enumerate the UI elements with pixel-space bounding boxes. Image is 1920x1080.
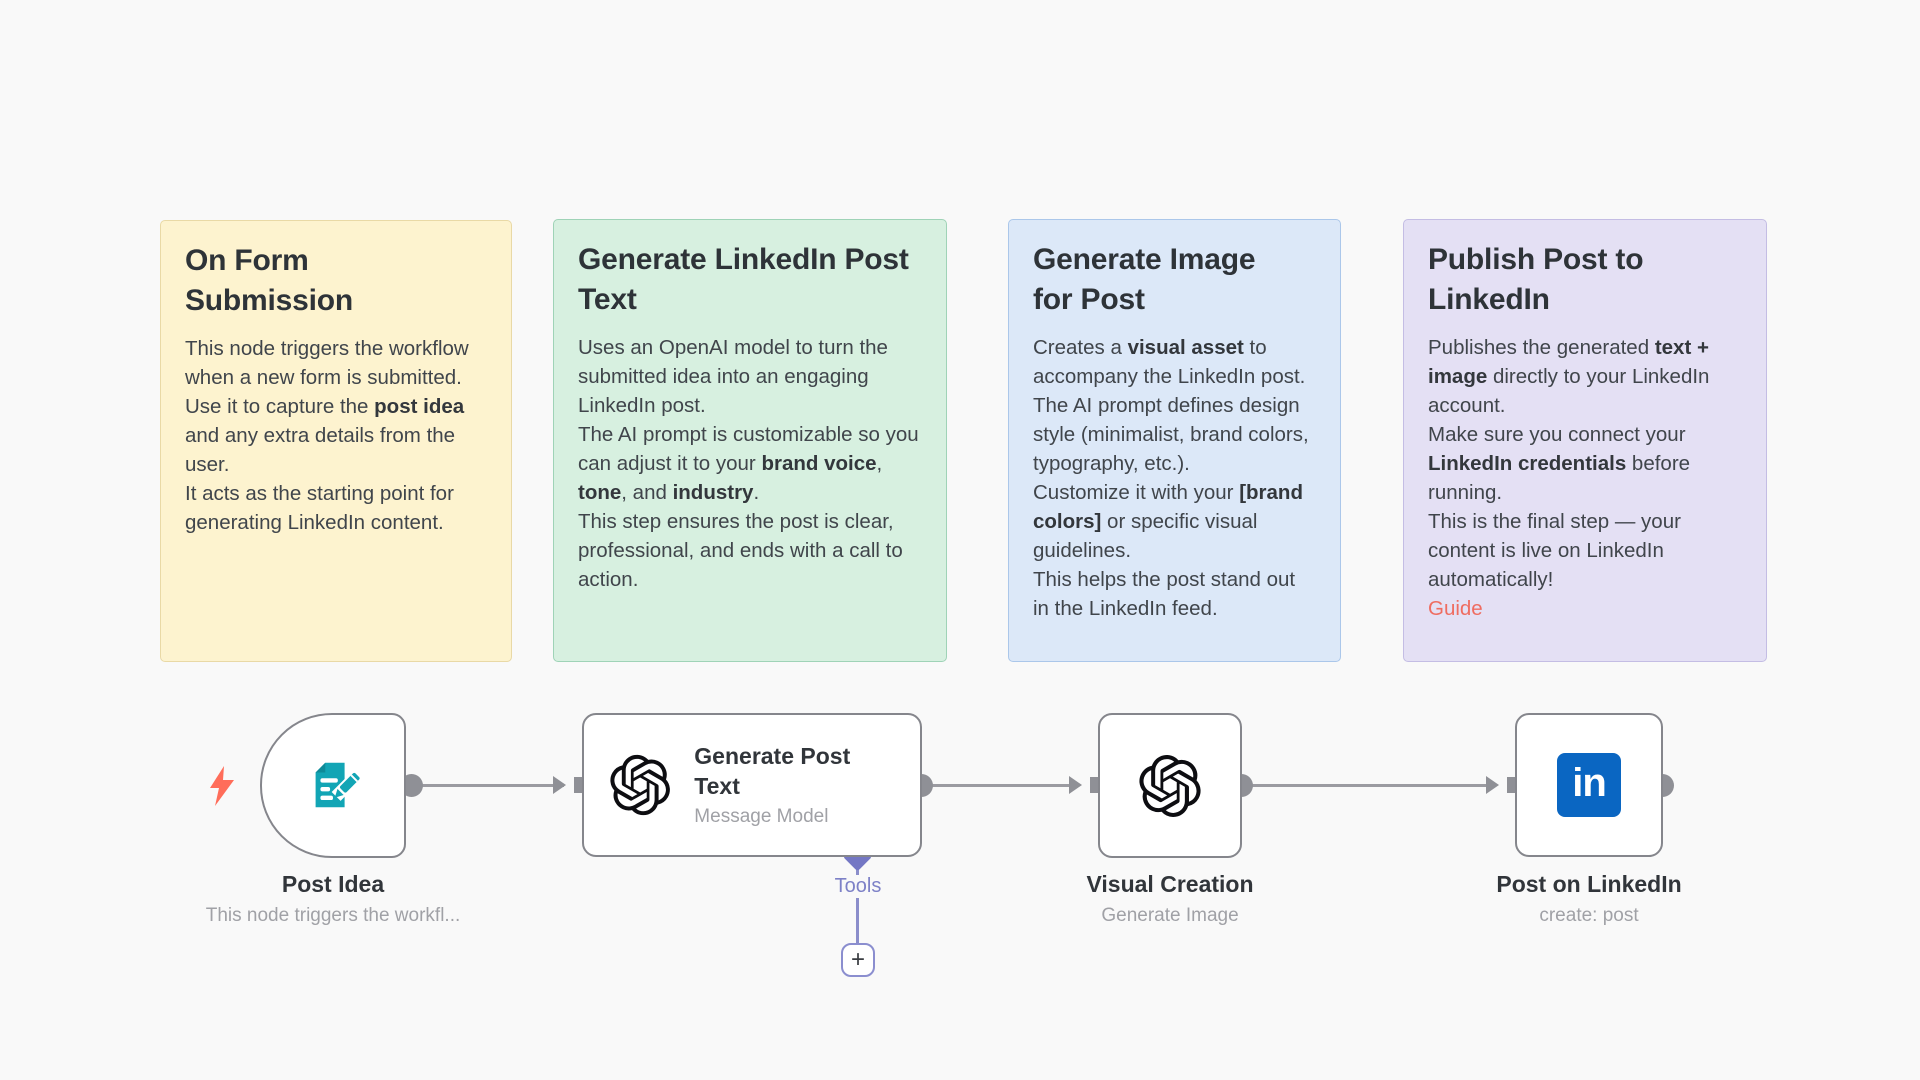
plus-icon: +: [850, 946, 865, 973]
sticky-note-body: Creates a visual asset to accompany the …: [1033, 335, 1309, 620]
connection-visual-creation-to-post-on-linkedin[interactable]: [1242, 783, 1492, 787]
trigger-bolt-icon: [210, 766, 234, 806]
connection-post-idea-to-generate-post-text[interactable]: [412, 783, 564, 787]
sticky-note-title: Generate LinkedIn Post Text: [578, 243, 909, 316]
connection-generate-post-text-to-visual-creation[interactable]: [922, 783, 1078, 787]
node-label-post-on-linkedin: Post on LinkedIn: [1496, 871, 1682, 897]
tools-connector-line: [856, 866, 859, 944]
arrowhead-icon: [553, 776, 566, 794]
sticky-note-generate-image-for-post[interactable]: Generate Image for Post Creates a visual…: [1008, 219, 1341, 662]
node-visual-creation[interactable]: [1098, 713, 1242, 858]
openai-icon: [1139, 754, 1201, 817]
node-title-generate-post-text: Generate Post Text: [694, 743, 851, 799]
node-label-post-idea: Post Idea: [281, 871, 385, 897]
node-subtitle-post-idea: This node triggers the workfl...: [205, 905, 461, 926]
tools-connector-label: Tools: [808, 875, 908, 898]
node-post-idea[interactable]: [260, 713, 406, 858]
add-tool-button[interactable]: +: [841, 943, 875, 977]
form-document-pencil-icon: [315, 762, 362, 807]
node-subtitle-message-model: Message Model: [694, 805, 829, 827]
sticky-note-title: Generate Image for Post: [1033, 243, 1256, 316]
linkedin-icon: in: [1557, 753, 1621, 817]
guide-link[interactable]: Guide: [1428, 596, 1483, 620]
sticky-note-body: This node triggers the workflow when a n…: [185, 336, 469, 534]
node-post-on-linkedin[interactable]: in: [1515, 713, 1663, 857]
sticky-note-title: On Form Submission: [185, 244, 354, 317]
sticky-note-publish-post-to-linkedin[interactable]: Publish Post to LinkedIn Publishes the g…: [1403, 219, 1767, 662]
node-subtitle-visual-creation: Generate Image: [1101, 905, 1239, 926]
openai-icon: [610, 754, 670, 816]
node-label-visual-creation: Visual Creation: [1086, 871, 1254, 897]
node-generate-post-text[interactable]: Generate Post Text Message Model: [582, 713, 922, 857]
sticky-note-body: Publishes the generated text + image dir…: [1428, 335, 1710, 591]
sticky-note-body: Uses an OpenAI model to turn the submitt…: [578, 335, 919, 591]
arrowhead-icon: [1069, 776, 1082, 794]
sticky-note-generate-linkedin-post-text[interactable]: Generate LinkedIn Post Text Uses an Open…: [553, 219, 947, 662]
sticky-note-title: Publish Post to LinkedIn: [1428, 243, 1644, 316]
sticky-note-on-form-submission[interactable]: On Form Submission This node triggers th…: [160, 220, 512, 662]
arrowhead-icon: [1486, 776, 1499, 794]
node-subtitle-post-on-linkedin: create: post: [1539, 905, 1639, 926]
